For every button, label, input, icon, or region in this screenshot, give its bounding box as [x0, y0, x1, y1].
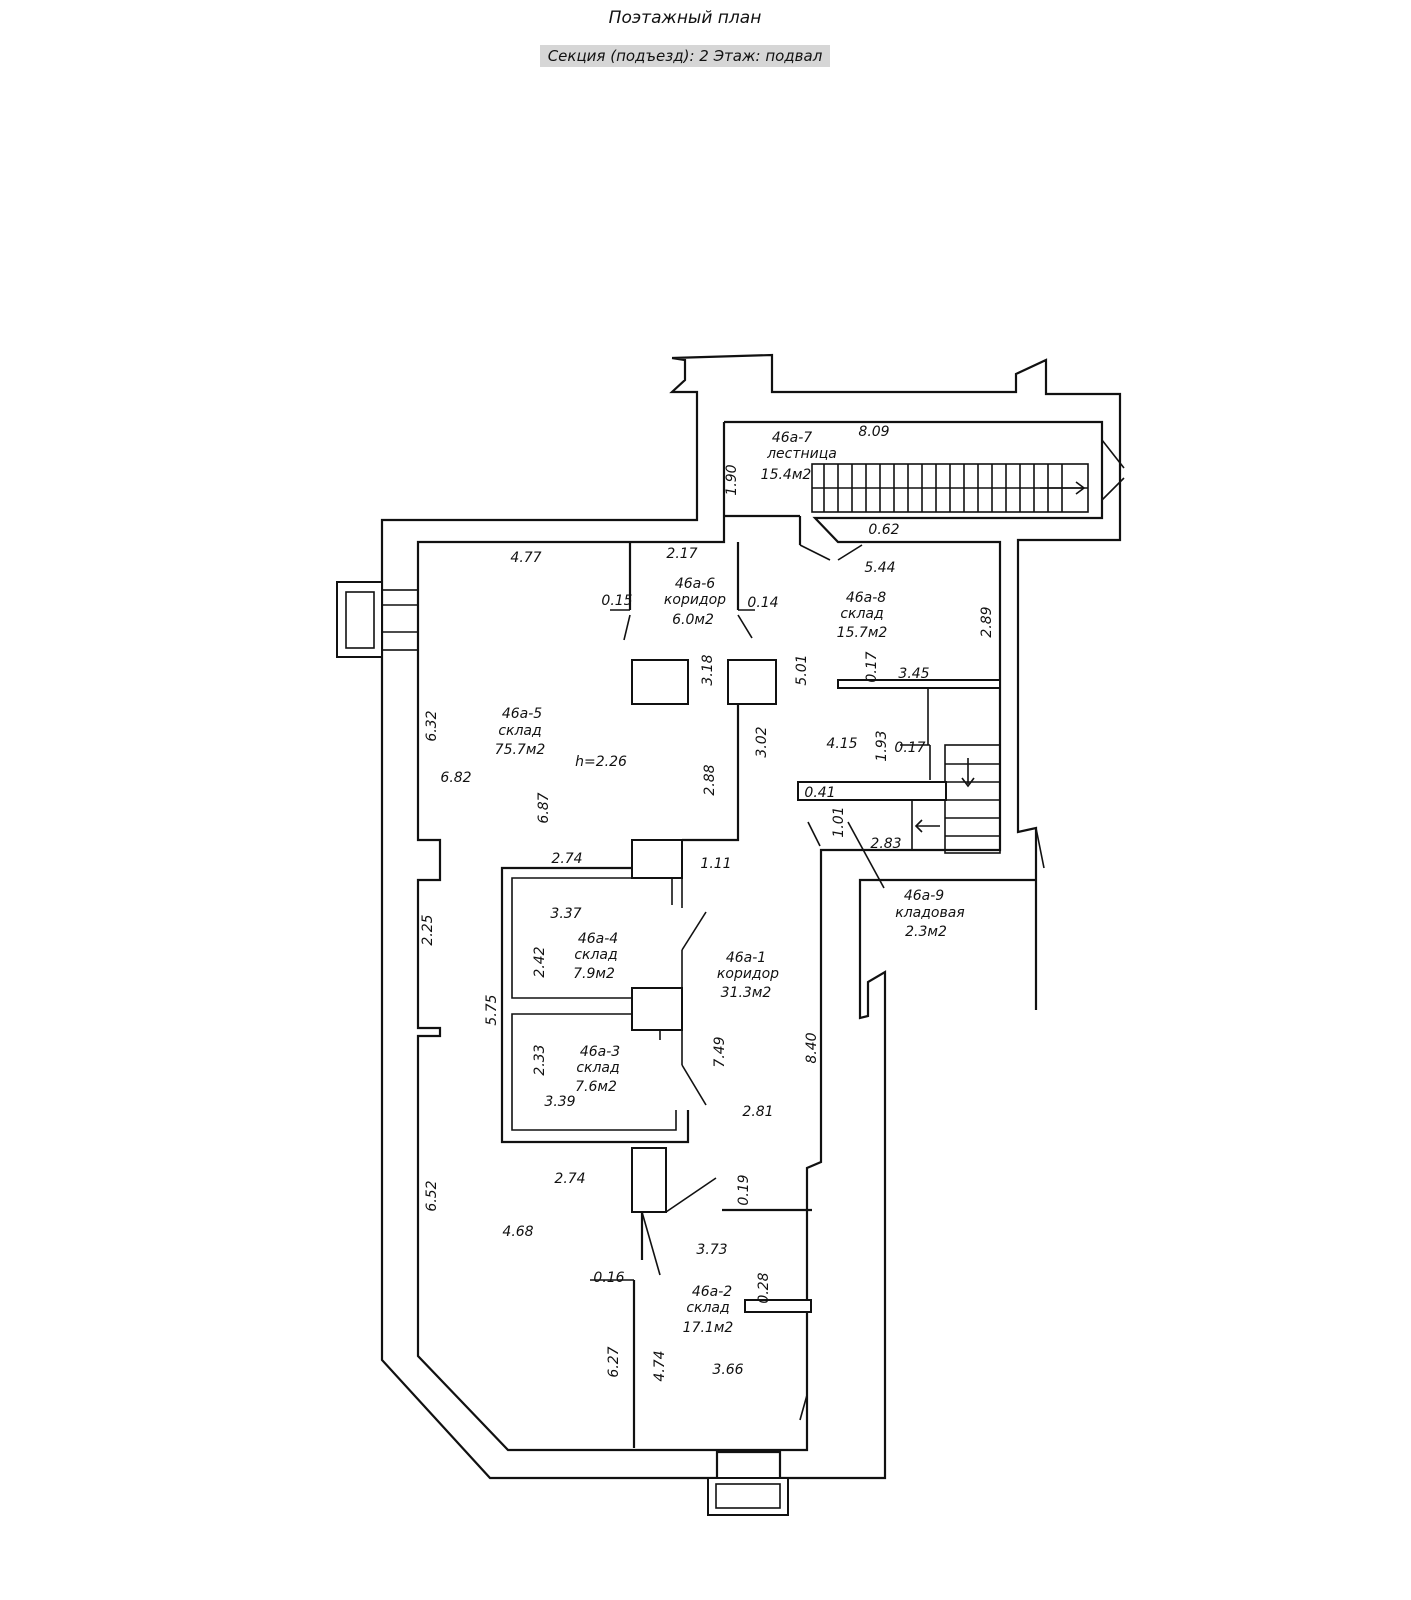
room-4-type: склад [574, 947, 617, 963]
room-2-id: 46а-2 [692, 1284, 732, 1300]
room-1-id: 46а-1 [726, 950, 766, 966]
staircase [811, 463, 1089, 513]
outer-walls [380, 353, 1122, 1480]
window-left [336, 581, 419, 658]
dimension-label: 5.01 [794, 654, 810, 685]
room-7-id: 46а-7 [772, 430, 812, 446]
room-9-area: 2.3м2 [905, 924, 947, 940]
dimension-label: 5.75 [484, 994, 500, 1025]
dimension-label: 4.15 [826, 736, 857, 752]
dimension-label: 2.33 [532, 1044, 548, 1075]
height-note: h=2.26 [575, 754, 627, 770]
dimension-labels: 8.09 1.90 0.62 4.77 2.17 5.44 0.15 0.14 … [420, 424, 995, 1382]
dimension-label: 0.15 [601, 593, 632, 609]
dimension-label: 1.11 [700, 856, 731, 872]
dimension-label: 6.27 [606, 1346, 622, 1377]
dimension-label: 6.87 [536, 792, 552, 823]
room-5-id: 46а-5 [502, 706, 542, 722]
room-4-area: 7.9м2 [573, 966, 615, 982]
dimension-label: 3.73 [696, 1242, 727, 1258]
dimension-label: 8.09 [858, 424, 889, 440]
interior-walls [500, 439, 1125, 1448]
room-7-area: 15.4м2 [761, 467, 812, 483]
dimension-label: 4.74 [652, 1350, 668, 1381]
dimension-label: 5.44 [864, 560, 895, 576]
dimension-label: 1.90 [724, 464, 740, 495]
dimension-label: 6.82 [440, 770, 471, 786]
room-8-id: 46а-8 [846, 590, 886, 606]
dimension-label: 0.41 [804, 785, 835, 801]
room-6-id: 46а-6 [675, 576, 715, 592]
dimension-label: 3.18 [700, 654, 716, 685]
plan-title: Поэтажный план [608, 8, 762, 28]
room-5-area: 75.7м2 [495, 742, 546, 758]
room-1-type: коридор [717, 966, 779, 982]
dimension-label: 2.83 [870, 836, 901, 852]
dimension-label: 0.17 [864, 651, 880, 682]
dimension-label: 1.93 [874, 730, 890, 761]
dimension-label: 3.66 [712, 1362, 743, 1378]
room-6-area: 6.0м2 [672, 612, 714, 628]
room-7-type: лестница [766, 446, 837, 462]
dimension-label: 4.77 [510, 550, 541, 566]
dimension-label: 3.39 [544, 1094, 575, 1110]
dimension-label: 6.32 [424, 710, 440, 741]
room-8-type: склад [840, 606, 883, 622]
room-6-type: коридор [664, 592, 726, 608]
room-9-id: 46а-9 [904, 888, 944, 904]
dimension-label: 2.74 [554, 1171, 585, 1187]
window-bottom [707, 1477, 789, 1516]
room-3-id: 46а-3 [580, 1044, 620, 1060]
room-4-id: 46а-4 [578, 931, 618, 947]
dimension-label: 2.25 [420, 914, 436, 945]
room-8-area: 15.7м2 [837, 625, 888, 641]
inner-wall-outline [416, 420, 1104, 1452]
dimension-label: 2.17 [666, 546, 697, 562]
dimension-label: 1.01 [831, 806, 847, 837]
dimension-label: 2.88 [702, 764, 718, 795]
dimension-label: 7.49 [712, 1036, 728, 1067]
room-1-area: 31.3м2 [721, 985, 772, 1001]
dimension-label: 2.42 [532, 946, 548, 977]
dimension-label: 2.89 [979, 606, 995, 637]
dimension-label: 2.74 [551, 851, 582, 867]
dimension-label: 2.81 [742, 1104, 773, 1120]
room-2-area: 17.1м2 [683, 1320, 734, 1336]
dimension-label: 3.45 [898, 666, 929, 682]
room-5-type: склад [498, 723, 541, 739]
dimension-label: 3.02 [754, 726, 770, 757]
dimension-label: 0.14 [747, 595, 778, 611]
dimension-label: 0.28 [756, 1272, 772, 1303]
plan-subtitle: Секция (подъезд): 2 Этаж: подвал [0, 45, 1370, 67]
room-labels: 46а-7 лестница 15.4м2 46а-6 коридор 6.0м… [495, 430, 965, 1336]
dimension-label: 4.68 [502, 1224, 533, 1240]
outer-wall-outline [380, 353, 1122, 1480]
dimension-label: 0.62 [868, 522, 899, 538]
dimension-label: 6.52 [424, 1180, 440, 1211]
dimension-label: 0.16 [593, 1270, 624, 1286]
section-floor-label: Секция (подъезд): 2 Этаж: подвал [539, 45, 831, 67]
room-3-type: склад [576, 1060, 619, 1076]
room-9-type: кладовая [895, 905, 964, 921]
room-2-type: склад [686, 1300, 729, 1316]
dimension-label: 3.37 [550, 906, 581, 922]
dimension-label: 0.19 [736, 1174, 752, 1205]
dimension-label: 8.40 [804, 1032, 820, 1063]
room-3-area: 7.6м2 [575, 1079, 617, 1095]
dimension-label: 0.17 [894, 740, 925, 756]
